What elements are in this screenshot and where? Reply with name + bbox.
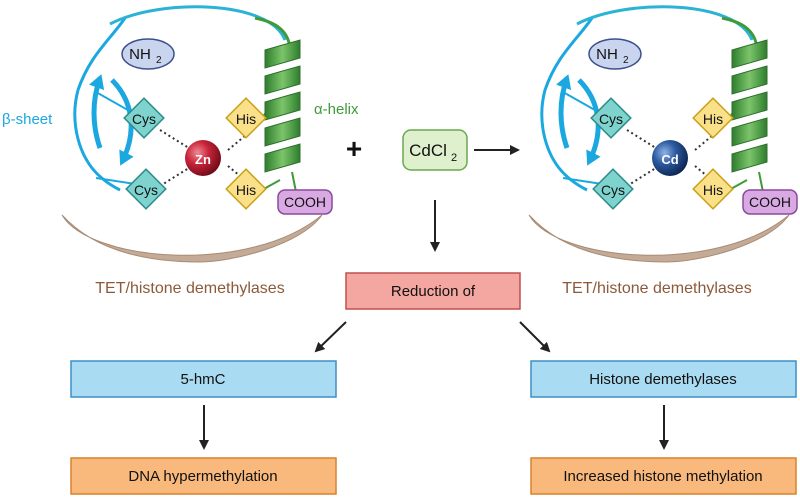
alpha-helix-label: α-helix xyxy=(314,101,359,118)
right-enzyme-arc xyxy=(528,214,790,263)
left-nh2-subscript: 2 xyxy=(156,55,162,66)
svg-text:Cys: Cys xyxy=(601,182,625,198)
histone-demethylases-box: Histone demethylases xyxy=(530,360,797,398)
zinc-label: Zn xyxy=(195,152,211,167)
left-top-loop xyxy=(109,5,287,41)
beta-sheet-label: β-sheet xyxy=(2,111,53,128)
right-enzyme-label: TET/histone demethylases xyxy=(562,280,751,297)
svg-text:Cys: Cys xyxy=(599,111,623,127)
plus-sign: + xyxy=(346,133,362,164)
left-cys-bottom: Cys xyxy=(125,168,167,210)
svg-text:2: 2 xyxy=(451,152,457,164)
svg-text:5-hmC: 5-hmC xyxy=(180,371,225,388)
right-cys-bottom: Cys xyxy=(592,168,634,210)
right-alpha-helix xyxy=(731,39,768,193)
svg-text:DNA hypermethylation: DNA hypermethylation xyxy=(128,468,277,485)
right-cooh-badge xyxy=(742,189,798,215)
right-his-top: His xyxy=(692,97,734,139)
right-nh2-subscript: 2 xyxy=(623,55,629,66)
reduction-box: Reduction of xyxy=(345,272,521,310)
svg-text:Reduction of: Reduction of xyxy=(391,283,476,300)
right-beta-strand-up xyxy=(556,74,572,149)
cadmium-label: Cd xyxy=(661,152,678,167)
left-his-bottom: His xyxy=(225,168,267,210)
right-his-bottom: His xyxy=(692,168,734,210)
svg-text:Cys: Cys xyxy=(132,111,156,127)
arrow-to-5hmc xyxy=(314,321,347,353)
right-cys-top: Cys xyxy=(590,97,632,139)
left-cys-top: Cys xyxy=(123,97,165,139)
left-zinc-finger-complex: NH 2 Cys Cys His His Zn COOH β-sheet α-h… xyxy=(2,5,359,297)
increased-histone-methylation-box: Increased histone methylation xyxy=(530,457,797,495)
svg-text:Histone demethylases: Histone demethylases xyxy=(589,371,737,388)
left-zinc-ion xyxy=(185,140,221,176)
left-enzyme-label: TET/histone demethylases xyxy=(95,280,284,297)
svg-text:Increased histone methylation: Increased histone methylation xyxy=(563,468,762,485)
svg-text:His: His xyxy=(236,111,256,127)
left-alpha-helix xyxy=(264,39,301,193)
left-beta-strand-up xyxy=(89,74,105,149)
left-nh2-badge xyxy=(121,38,175,70)
cdcl2-box: CdCl 2 xyxy=(402,129,468,171)
svg-text:Cys: Cys xyxy=(134,182,158,198)
left-cooh-label: COOH xyxy=(284,194,326,210)
left-top-loop-green xyxy=(254,16,292,49)
dna-hypermethylation-box: DNA hypermethylation xyxy=(70,457,337,495)
right-nh2-label: NH xyxy=(596,46,618,63)
right-cadmium-ion xyxy=(652,140,688,176)
svg-text:CdCl: CdCl xyxy=(409,141,447,160)
left-nh2-label: NH xyxy=(129,46,151,63)
right-nh2-badge xyxy=(588,38,642,70)
left-enzyme-arc xyxy=(61,214,323,263)
arrow-to-histone-demethylases xyxy=(519,321,551,353)
left-his-top: His xyxy=(225,97,267,139)
svg-text:His: His xyxy=(236,182,256,198)
left-cooh-badge xyxy=(277,189,333,215)
svg-text:His: His xyxy=(703,182,723,198)
right-cooh-label: COOH xyxy=(749,194,791,210)
right-cadmium-complex: NH 2 Cys Cys His His Cd COOH TET/histone… xyxy=(528,5,798,297)
right-top-loop xyxy=(576,5,754,41)
svg-text:His: His xyxy=(703,111,723,127)
5hmc-box: 5-hmC xyxy=(70,360,337,398)
